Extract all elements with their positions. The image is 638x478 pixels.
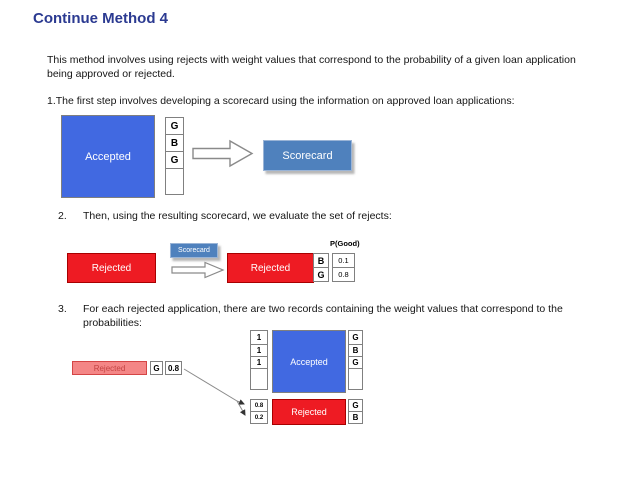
step-2-number: 2. bbox=[58, 210, 67, 222]
page-title: Continue Method 4 bbox=[33, 10, 168, 27]
weight-cell: 1 bbox=[250, 330, 268, 345]
intro-paragraph: This method involves using rejects with … bbox=[47, 54, 576, 80]
source-grade-cell: G bbox=[150, 361, 163, 375]
grade-cell: G bbox=[313, 267, 329, 282]
grade-cell: G bbox=[165, 117, 184, 135]
step-3-item: 3. For each rejected application, there … bbox=[58, 302, 583, 330]
step-1-text: 1.The first step involves developing a s… bbox=[47, 95, 515, 107]
accepted-box: Accepted bbox=[61, 115, 155, 198]
grade-column-step1: G B G bbox=[165, 117, 184, 195]
arrow-right-icon bbox=[171, 261, 225, 279]
weight-cell: 1 bbox=[250, 356, 268, 369]
grade-cell-empty bbox=[348, 368, 363, 390]
rejected-label: Rejected bbox=[250, 262, 291, 274]
accepted-weight-column: 1 1 1 bbox=[250, 330, 268, 390]
grade-cell: B bbox=[348, 411, 363, 424]
rejected-grade-column: G B bbox=[348, 399, 363, 424]
pgood-header: P(Good) bbox=[330, 239, 360, 248]
step-3-text: For each rejected application, there are… bbox=[83, 303, 563, 329]
scorecard-label: Scorecard bbox=[282, 149, 333, 162]
rejected-label: Rejected bbox=[291, 407, 327, 417]
accepted-label: Accepted bbox=[290, 356, 328, 367]
grade-cell: G bbox=[165, 151, 184, 169]
weight-cell: 0.2 bbox=[250, 411, 268, 424]
accepted-label: Accepted bbox=[85, 150, 131, 163]
rejected-box-right: Rejected bbox=[227, 253, 314, 283]
rejected-box-left: Rejected bbox=[67, 253, 156, 283]
step-2-text: Then, using the resulting scorecard, we … bbox=[83, 210, 392, 222]
step-3-number: 3. bbox=[58, 303, 67, 315]
rejected-weight-column: 0.8 0.2 bbox=[250, 399, 268, 424]
pgood-value-cell: 0.8 bbox=[332, 267, 355, 282]
pgood-value-cell: 0.1 bbox=[332, 253, 355, 268]
grade-cell: B bbox=[165, 134, 184, 152]
rejected-source-label: Rejected bbox=[93, 363, 126, 373]
scorecard-chip-label: Scorecard bbox=[178, 247, 210, 254]
step-2-item: 2. Then, using the resulting scorecard, … bbox=[58, 209, 598, 223]
grade-cell: B bbox=[313, 253, 329, 268]
scorecard-chip: Scorecard bbox=[170, 243, 218, 258]
accepted-records-box: Accepted bbox=[272, 330, 346, 393]
source-weight-cell: 0.8 bbox=[165, 361, 182, 375]
rejected-source-box: Rejected bbox=[72, 361, 147, 375]
rejected-records-box: Rejected bbox=[272, 399, 346, 425]
arrow-right-icon bbox=[192, 139, 254, 168]
pgood-column: 0.1 0.8 bbox=[332, 253, 355, 282]
branch-connector-line bbox=[183, 368, 246, 416]
rejected-label: Rejected bbox=[91, 262, 132, 274]
grade-cell: G bbox=[348, 330, 363, 345]
grade-column-step2: B G bbox=[313, 253, 329, 282]
weight-cell-empty bbox=[250, 368, 268, 390]
accepted-grade-column: G B G bbox=[348, 330, 363, 390]
scorecard-box: Scorecard bbox=[263, 140, 352, 171]
grade-cell-empty bbox=[165, 168, 184, 195]
